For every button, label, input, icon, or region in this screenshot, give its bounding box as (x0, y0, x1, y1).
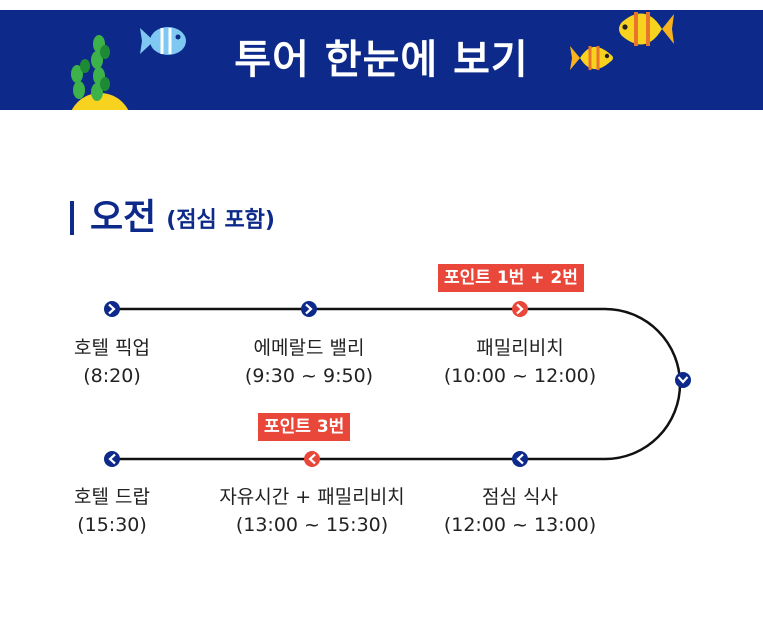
stop-name: 호텔 드랍 (74, 486, 150, 508)
blue-fish-icon (140, 27, 186, 55)
section-subtitle: (점심 포함) (166, 208, 275, 233)
stop-time: (13:00 ~ 15:30) (235, 514, 389, 536)
stop-time: (12:00 ~ 13:00) (443, 514, 597, 536)
stop-1: 호텔 픽업 (8:20) (2, 334, 222, 390)
stop-time: (8:20) (83, 365, 141, 387)
stop-name: 패밀리비치 (476, 337, 564, 359)
route-marker-1-icon (104, 301, 120, 317)
stop-name: 호텔 픽업 (74, 337, 150, 359)
route-marker-6-icon (104, 451, 120, 467)
stop-5: 자유시간 + 패밀리비치 (13:00 ~ 15:30) (187, 483, 437, 539)
banner-title: 투어 한눈에 보기 (234, 37, 529, 83)
stop-6: 호텔 드랍 (15:30) (2, 483, 222, 539)
section-title: 오전 (90, 197, 157, 238)
section-heading: 오전 (점심 포함) (70, 196, 275, 240)
stop-name: 점심 식사 (482, 486, 558, 508)
stop-3: 패밀리비치 (10:00 ~ 12:00) (410, 334, 630, 390)
route-marker-5-icon (304, 451, 320, 467)
route-marker-2-icon (301, 301, 317, 317)
stop-time: (15:30) (77, 514, 147, 536)
stop-name: 자유시간 + 패밀리비치 (219, 486, 405, 508)
point-badge-2: 포인트 3번 (258, 413, 351, 441)
point-badge-1: 포인트 1번 + 2번 (438, 264, 584, 292)
stop-time: (10:00 ~ 12:00) (443, 365, 597, 387)
stop-4: 점심 식사 (12:00 ~ 13:00) (410, 483, 630, 539)
stop-name: 에메랄드 밸리 (253, 337, 365, 359)
route-marker-4-icon (512, 451, 528, 467)
stop-2: 에메랄드 밸리 (9:30 ~ 9:50) (199, 334, 419, 390)
route-marker-3-icon (512, 301, 528, 317)
header-banner: 투어 한눈에 보기 (0, 10, 763, 110)
yellow-fish-icon (570, 46, 613, 70)
heading-accent-bar (70, 201, 74, 235)
seaweed-sun-decoration (71, 35, 129, 110)
route-marker-turn-icon (675, 372, 691, 388)
yellow-fish-large-icon (619, 12, 674, 46)
stop-time: (9:30 ~ 9:50) (244, 365, 374, 387)
